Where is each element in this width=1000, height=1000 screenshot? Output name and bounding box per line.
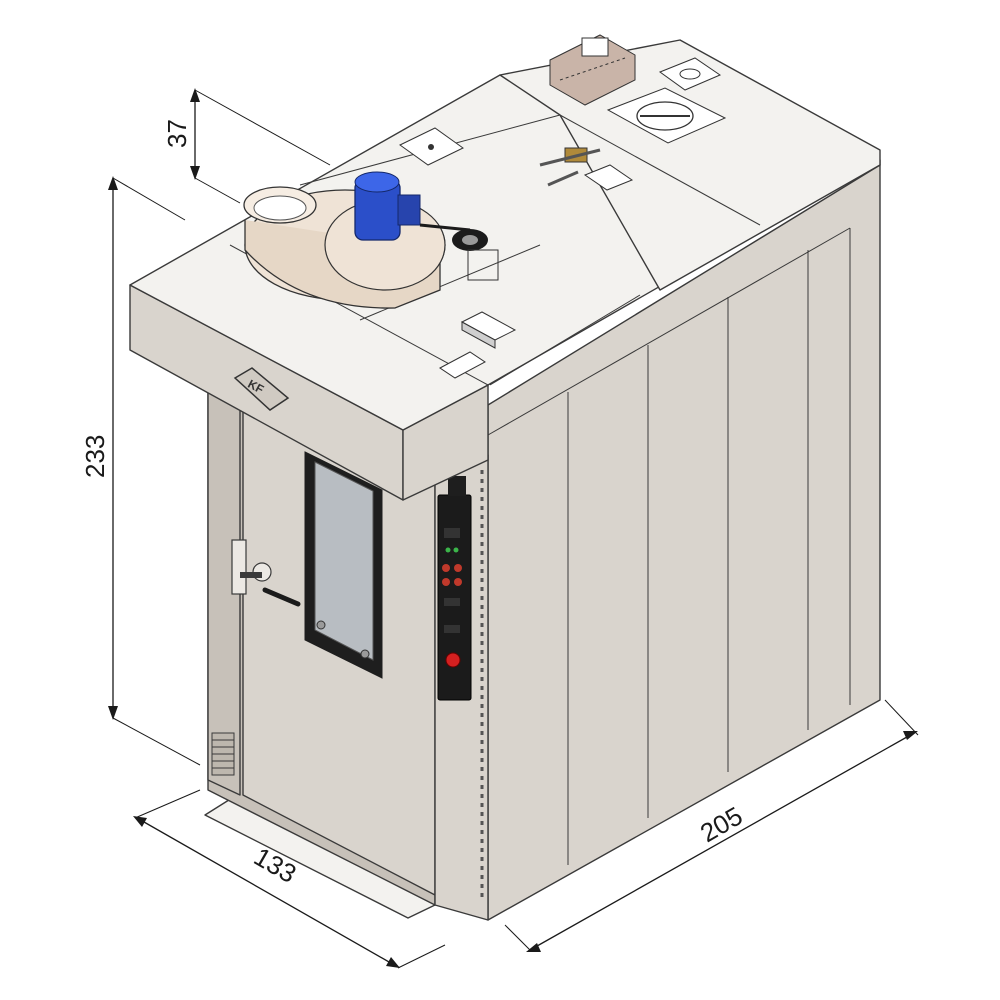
brand-logo: KF (233, 367, 290, 411)
valve-assembly (539, 147, 634, 191)
dimension-label-37: 37 (162, 119, 192, 148)
control-panel[interactable] (437, 494, 472, 701)
dimension-label-233: 233 (80, 435, 110, 478)
dimension-lines (108, 88, 919, 969)
dimension-label-205: 205 (695, 801, 748, 849)
door-window (304, 451, 383, 679)
panel-bracket (448, 476, 466, 496)
motor-icon (354, 171, 421, 241)
flue-outlet (439, 351, 486, 379)
side-panel-seams (487, 227, 851, 865)
junction-box (460, 311, 517, 349)
pulley-belt (419, 223, 499, 281)
stop-button[interactable] (445, 652, 461, 668)
svg-text:KF: KF (245, 377, 266, 397)
roof-hatch-2 (658, 57, 722, 91)
steam-vent (606, 87, 727, 144)
door-handle[interactable] (231, 539, 301, 607)
roof-hatch-1 (399, 127, 464, 166)
electrical-box (549, 34, 636, 106)
vent-grille-left (211, 732, 235, 776)
